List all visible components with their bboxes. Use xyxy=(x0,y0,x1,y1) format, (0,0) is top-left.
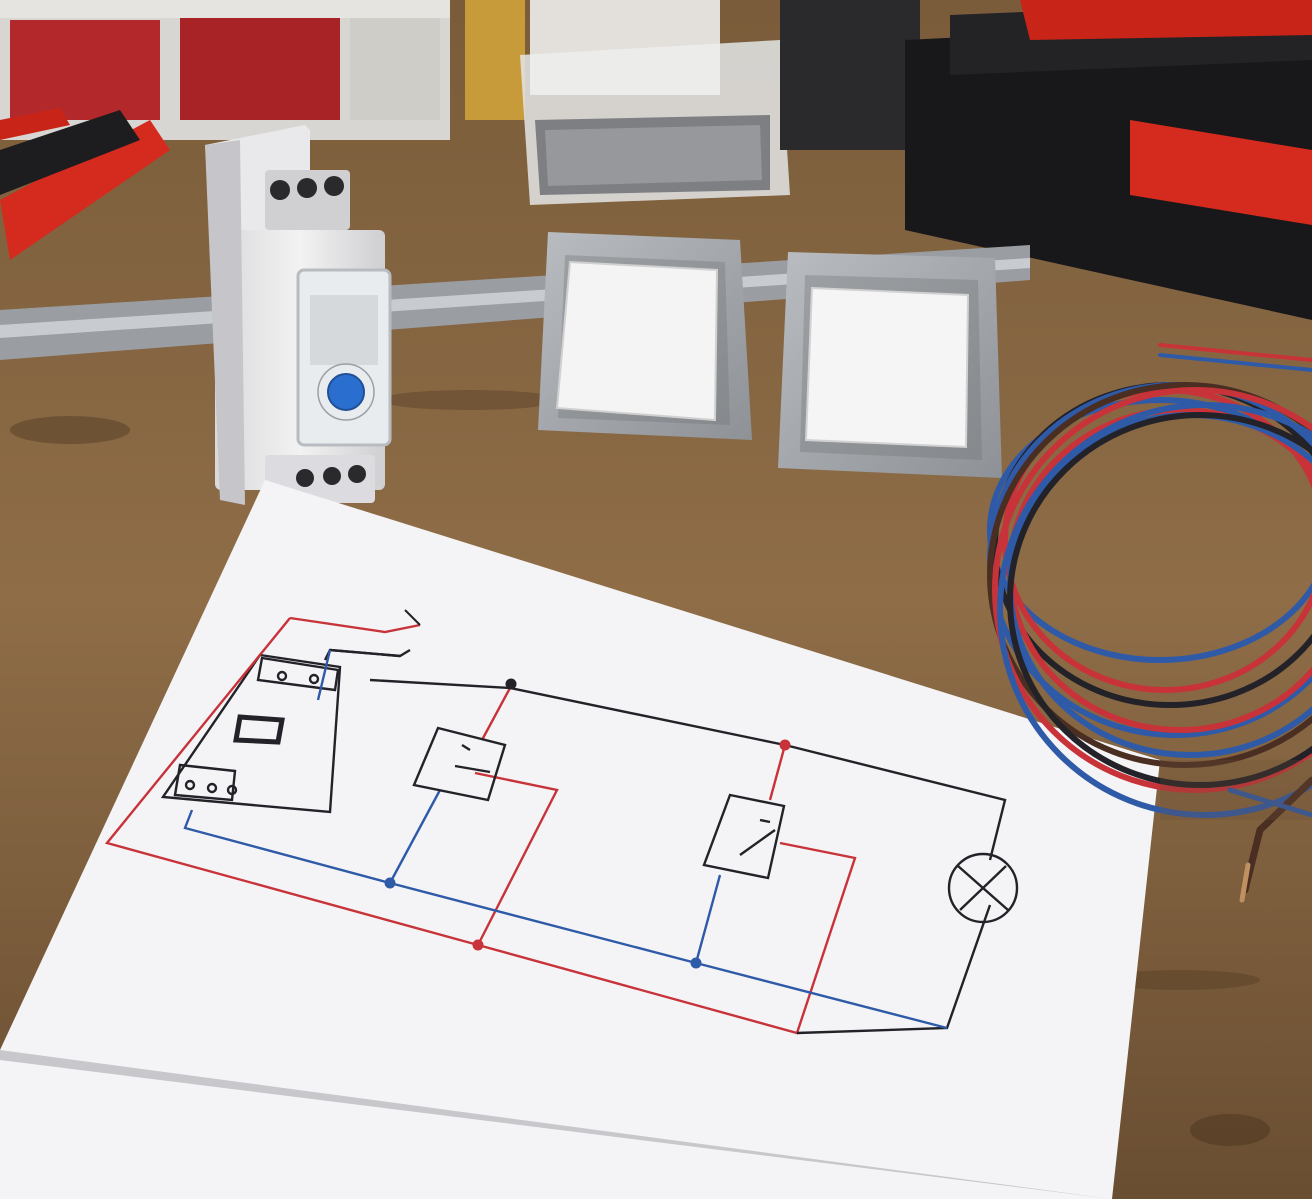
bench-shelf-post xyxy=(465,0,525,120)
switch-symbol-right xyxy=(702,793,786,880)
terminal-screw xyxy=(296,469,314,487)
terminal-screw xyxy=(270,180,290,200)
traveller-line xyxy=(768,744,787,801)
dark-bag xyxy=(780,0,920,150)
terminal-screw xyxy=(348,465,366,483)
wire-coil xyxy=(987,343,1312,903)
switch-symbol-left xyxy=(412,726,507,802)
lamp-cross-icon xyxy=(947,852,1019,924)
terminal-screw xyxy=(297,178,317,198)
terminal-screw xyxy=(324,176,344,196)
relay-symbol xyxy=(160,653,342,814)
screw-box xyxy=(520,0,790,205)
sheet-shadow xyxy=(0,1050,1112,1199)
parts-bins xyxy=(0,0,450,140)
staircase-timer-relay xyxy=(205,125,392,505)
diagram-junctions xyxy=(384,678,791,969)
relay-timer-glyph xyxy=(233,714,285,745)
phase-line xyxy=(104,616,857,1035)
coil-shadow xyxy=(1160,760,1312,820)
rocker-switch-left xyxy=(538,232,752,440)
wiring-diagram xyxy=(104,609,1019,1035)
pliers xyxy=(0,108,170,260)
toolbox xyxy=(905,0,1312,320)
rocker-switch-right xyxy=(778,252,1002,478)
traveller-line xyxy=(474,687,559,946)
junction-dot xyxy=(384,877,396,889)
timer-knob xyxy=(327,373,365,411)
terminal-screw xyxy=(323,467,341,485)
junction-dot xyxy=(779,739,791,751)
junction-dot xyxy=(690,957,702,969)
junction-dot xyxy=(505,678,517,690)
junction-dot xyxy=(472,939,484,951)
